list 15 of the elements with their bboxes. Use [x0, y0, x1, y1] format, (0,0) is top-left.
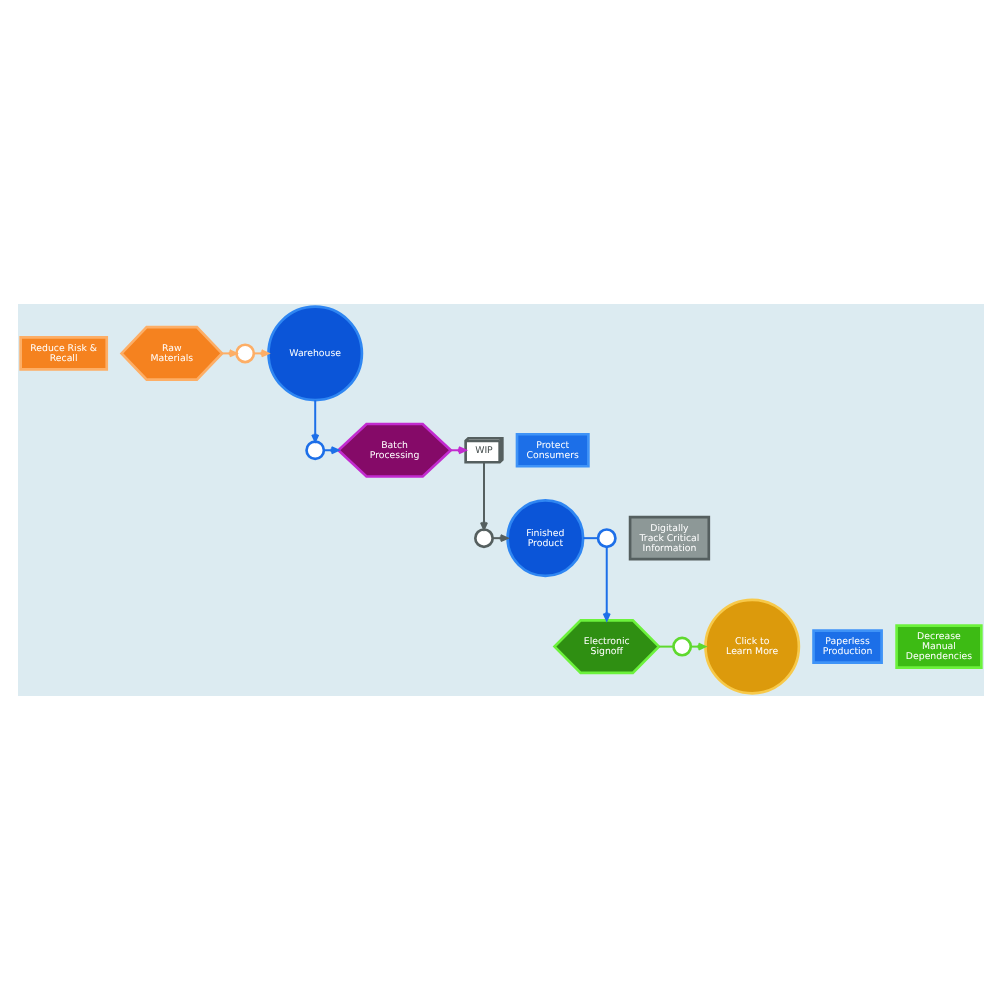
- arrow: [688, 642, 706, 651]
- arrow: [479, 461, 487, 531]
- node-circle: [595, 528, 616, 549]
- arrow: [601, 545, 610, 622]
- arrow: [310, 399, 319, 443]
- arrow: [251, 349, 269, 358]
- arrow: [321, 446, 339, 455]
- arrow: [219, 349, 237, 358]
- connector: [657, 645, 674, 648]
- node-circle: [473, 528, 493, 549]
- node-circle: [671, 636, 692, 657]
- connector: [581, 537, 598, 540]
- arrow: [490, 534, 508, 543]
- node-circle: [234, 343, 255, 364]
- node-circle: [304, 440, 325, 461]
